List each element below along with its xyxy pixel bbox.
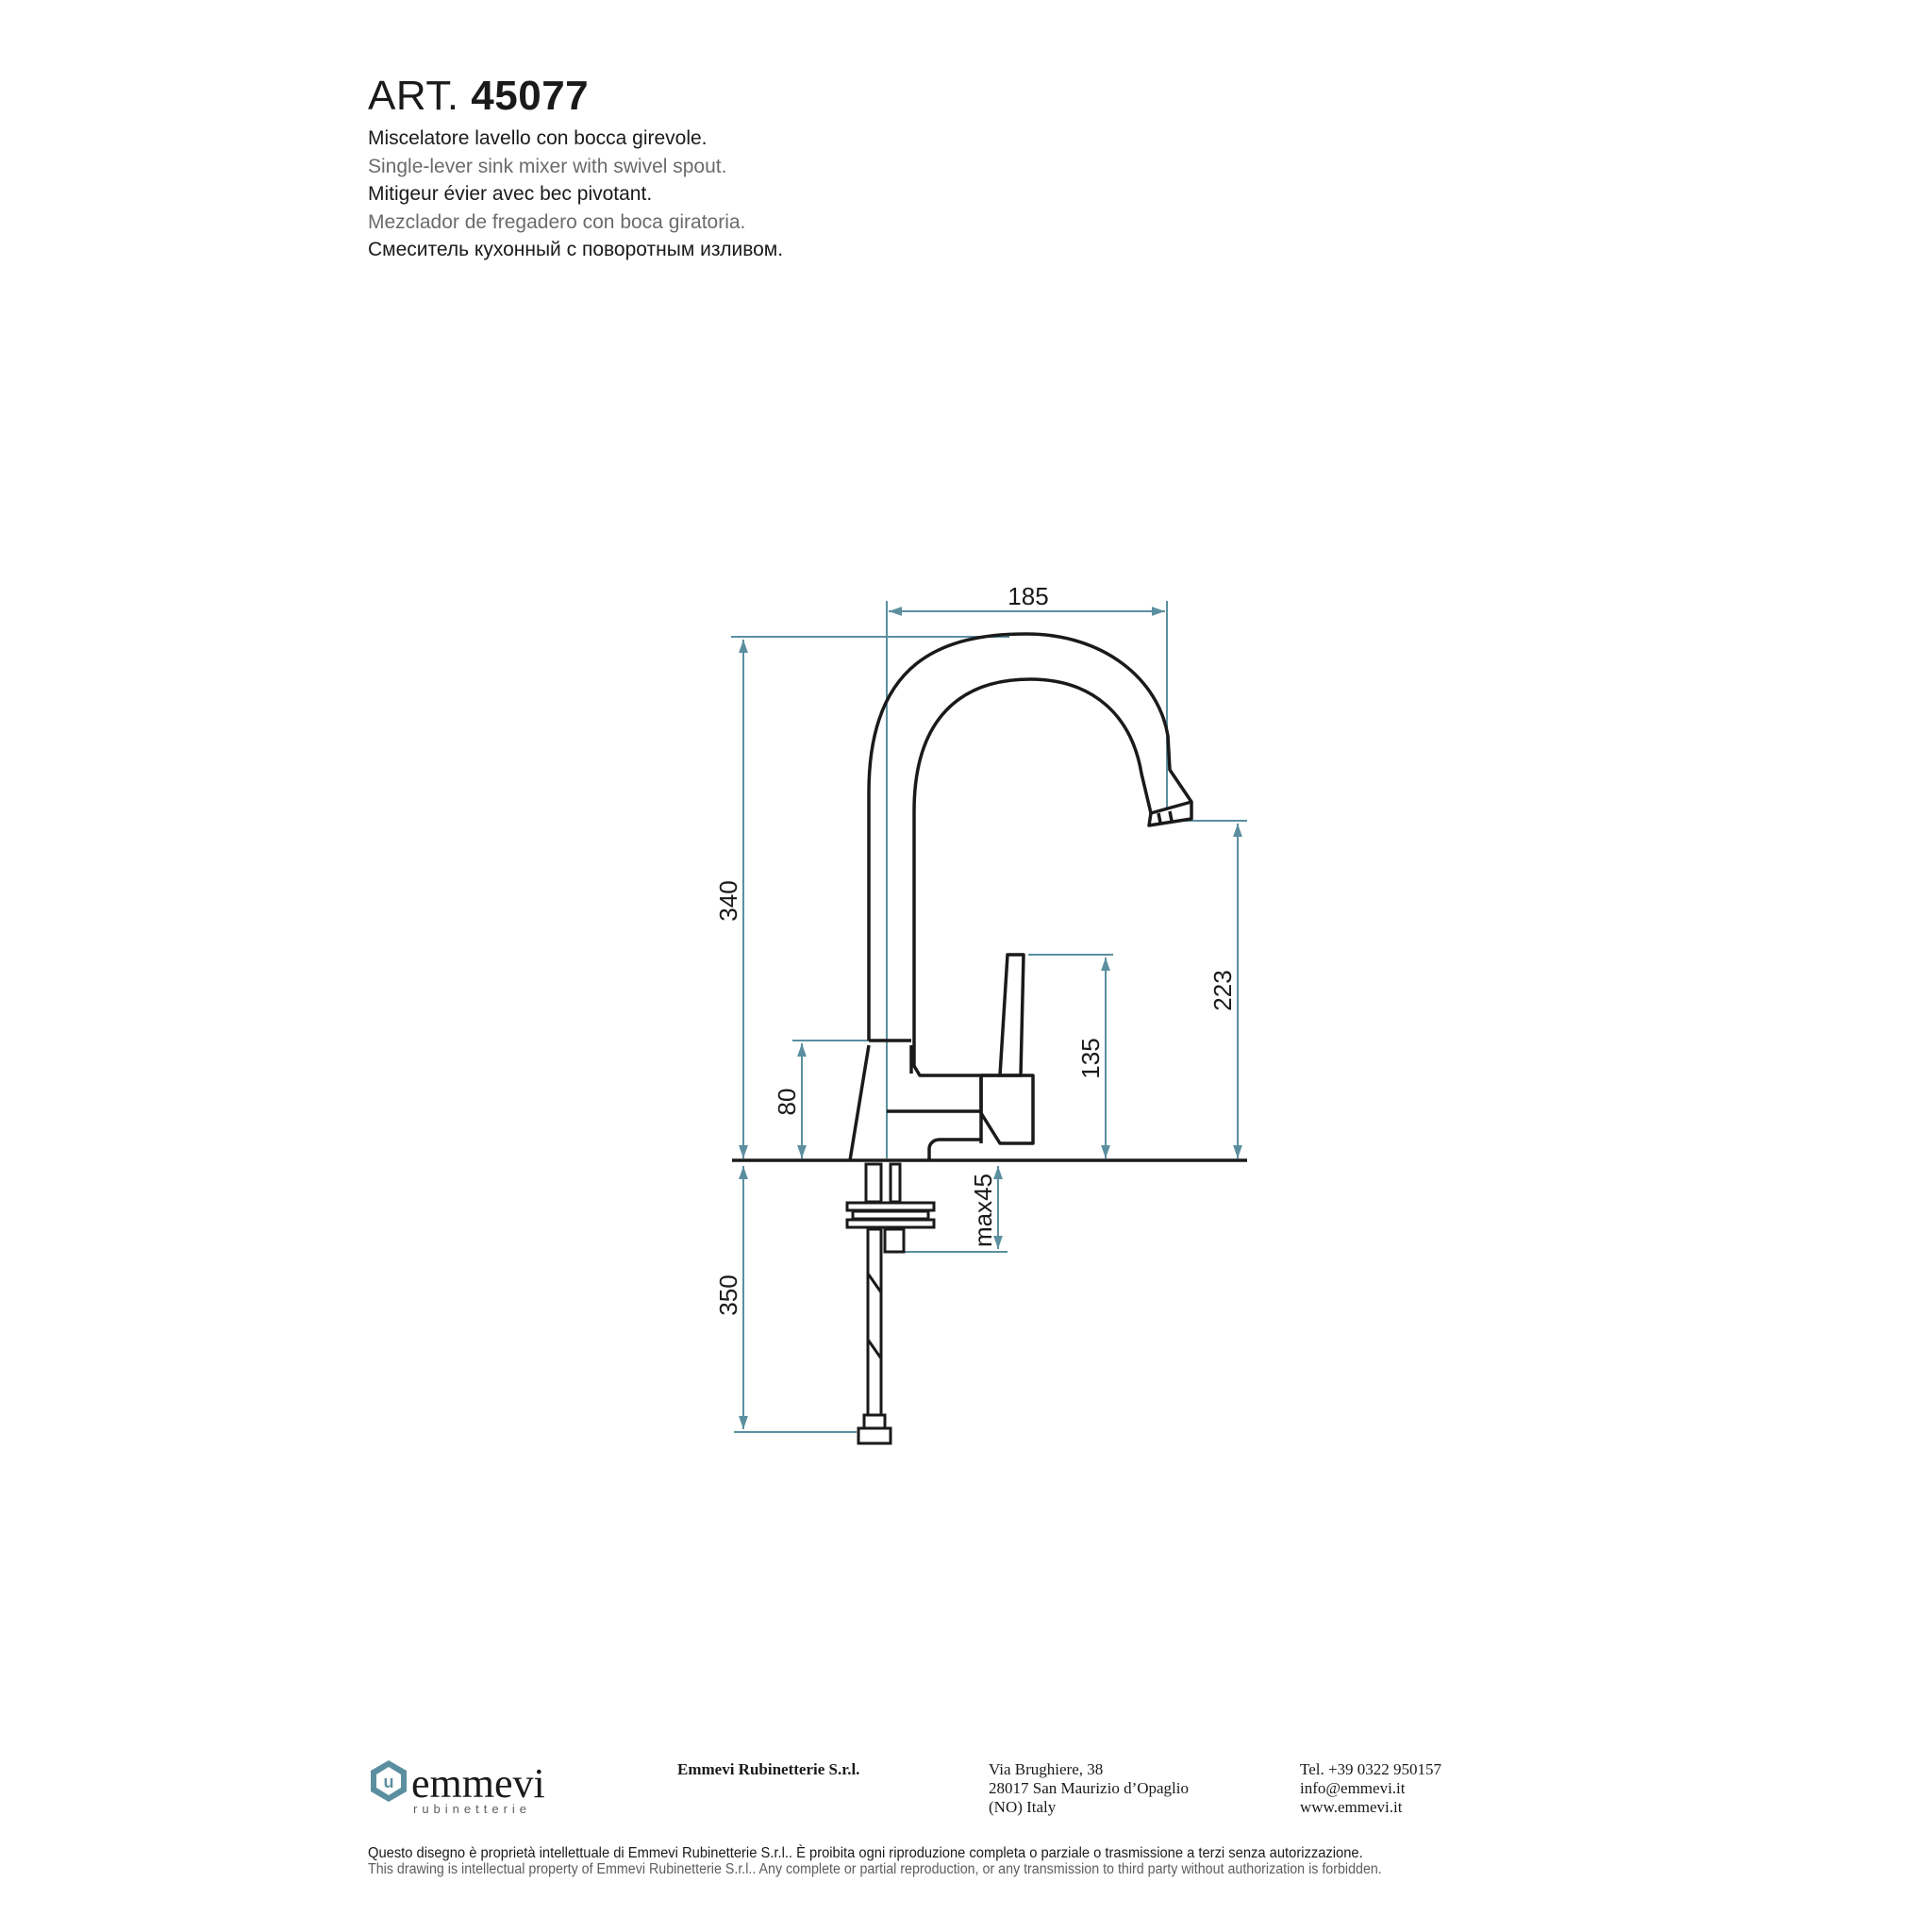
description-es: Mezclador de fregadero con boca giratori…: [368, 210, 746, 233]
dim-total-height: 340: [714, 880, 742, 921]
hose-ferrule: [862, 1413, 887, 1430]
threaded-rod-right: [889, 1162, 902, 1204]
dim-hose-length: 350: [714, 1274, 742, 1315]
dim-spout-height: 223: [1208, 970, 1237, 1010]
company-name: Emmevi Rubinetterie S.r.l.: [677, 1760, 860, 1778]
disclaimer-italian: Questo disegno è proprietà intellettuale…: [368, 1845, 1363, 1861]
fixing-kit: [845, 1162, 936, 1445]
dim-max-deck: max45: [969, 1174, 997, 1247]
svg-text:u: u: [384, 1773, 394, 1791]
dim-body-height: 80: [773, 1089, 801, 1116]
header: ART. 45077 Miscelatore lavello con bocca…: [368, 68, 783, 264]
flexible-hose: [866, 1227, 883, 1420]
description-en: Single-lever sink mixer with swivel spou…: [368, 155, 727, 177]
brand-sub: rubinetterie: [413, 1802, 531, 1816]
description-fr: Mitigeur évier avec bec pivotant.: [368, 183, 653, 205]
cartridge-block: [979, 1074, 1035, 1145]
contact-email[interactable]: info@emmevi.it: [1300, 1779, 1406, 1797]
dim-spout-reach: 185: [1008, 582, 1048, 610]
washer-2: [851, 1209, 930, 1221]
washer-3: [845, 1218, 936, 1229]
brand-name: emmevi: [411, 1760, 545, 1807]
spout-inner: [912, 677, 1153, 1077]
body-base: [848, 1044, 913, 1161]
description-ru: Смеситель кухонный с поворотным изливом.: [368, 239, 784, 260]
address-line-1: Via Brughiere, 38: [989, 1760, 1104, 1778]
dimension-lines: [731, 601, 1247, 1433]
washer-1: [845, 1201, 936, 1212]
lever: [998, 953, 1025, 1077]
description-it: Miscelatore lavello con bocca girevole.: [368, 127, 708, 149]
company-address: Via Brughiere, 38 28017 San Maurizio d’O…: [989, 1760, 1189, 1817]
address-line-2: 28017 San Maurizio d’Opaglio: [989, 1779, 1189, 1797]
article-prefix: ART.: [368, 73, 459, 119]
company-contact: Tel. +39 0322 950157 info@emmevi.it www.…: [1300, 1760, 1441, 1817]
article-title: ART. 45077: [368, 68, 783, 125]
emmevi-logo-mark: u: [371, 1760, 407, 1802]
threaded-rod-left: [864, 1162, 883, 1204]
hose-nut: [857, 1426, 892, 1445]
spout-outer: [867, 632, 1193, 1041]
fixing-nut: [883, 1227, 906, 1254]
dim-lever-height: 135: [1076, 1038, 1105, 1078]
contact-website[interactable]: www.emmevi.it: [1300, 1798, 1403, 1816]
faucet-outline: [732, 632, 1247, 1162]
article-number: 45077: [471, 73, 590, 119]
disclaimer-english: This drawing is intellectual property of…: [368, 1861, 1382, 1877]
address-line-3: (NO) Italy: [989, 1798, 1057, 1816]
contact-phone: Tel. +39 0322 950157: [1300, 1760, 1442, 1778]
